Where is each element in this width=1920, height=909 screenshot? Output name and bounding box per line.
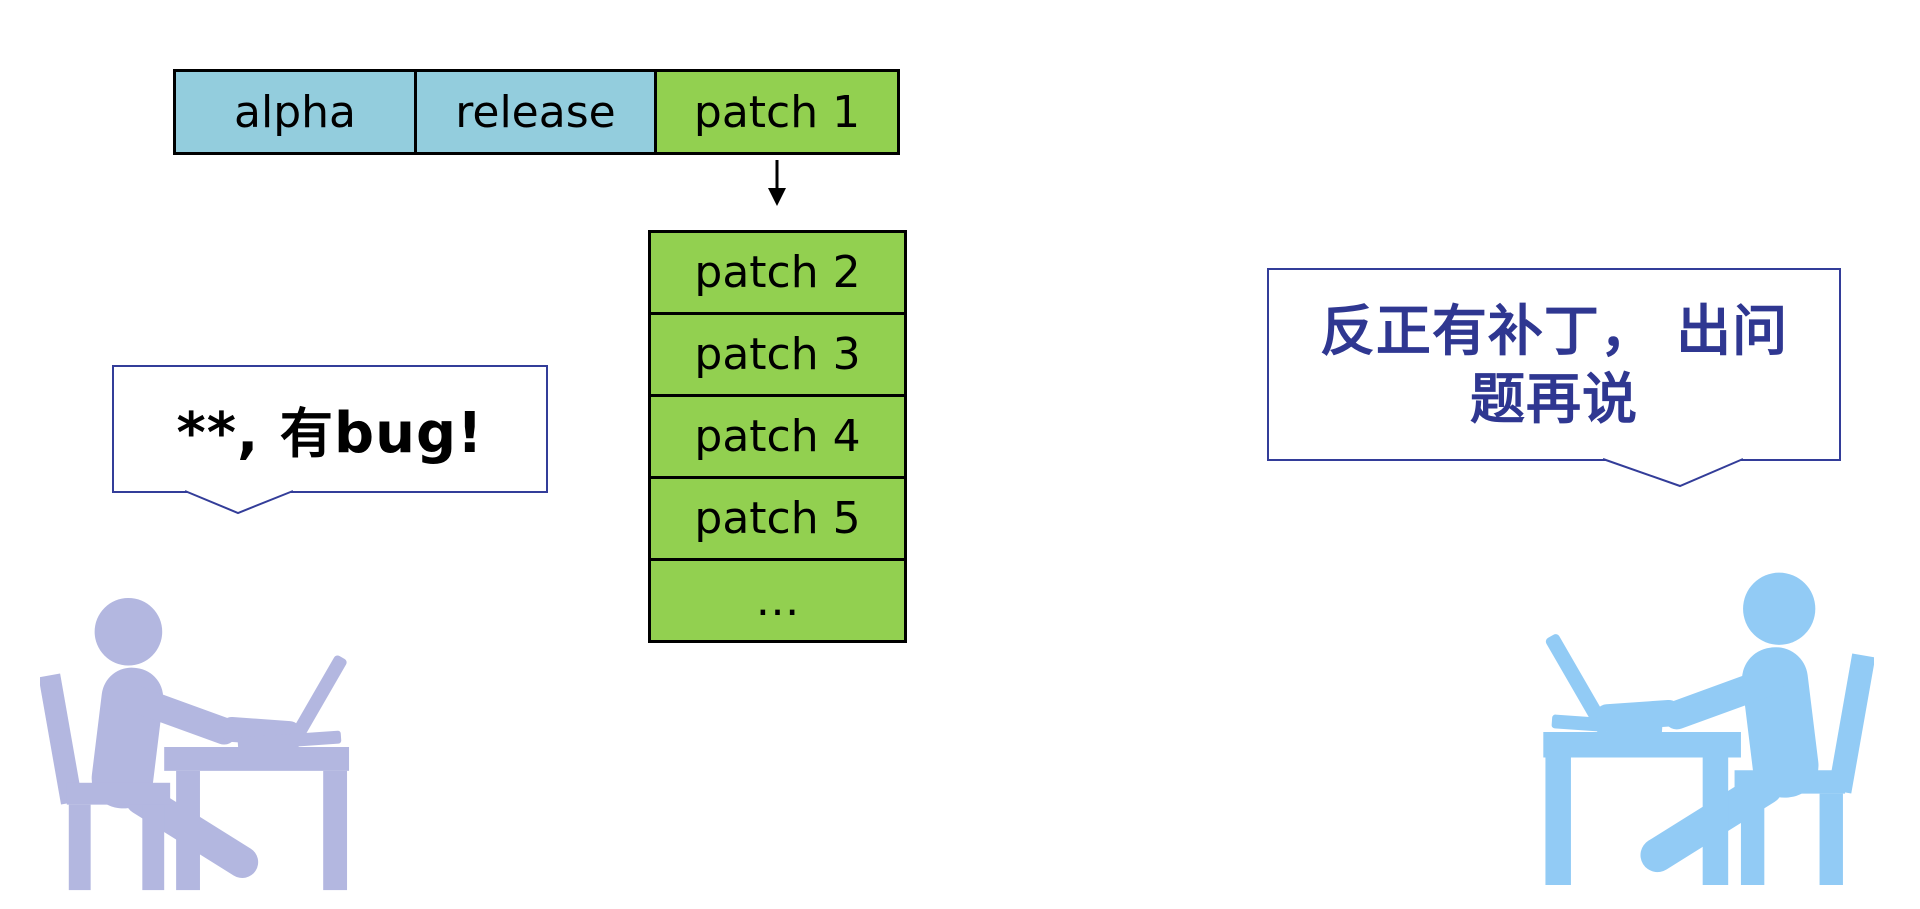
version-cell-release: release (414, 69, 657, 155)
excuse-line-2: 题再说 (1469, 365, 1638, 431)
bug-bubble-tail (184, 490, 294, 515)
patch-cell-2: patch 2 (648, 230, 907, 315)
bug-text-han: 有 (279, 401, 334, 465)
developer-left-person-at-desk-icon (40, 597, 350, 891)
patch-cell-more: … (648, 558, 907, 643)
excuse-bubble-text: 反正有补丁， 出问 题再说 (1320, 297, 1788, 431)
bug-text-suffix: bug! (333, 400, 484, 466)
bug-text-prefix: **, (176, 400, 280, 466)
version-row: alpha release patch 1 (173, 69, 900, 155)
developer-right-person-at-desk-icon (1543, 572, 1874, 885)
version-cell-alpha: alpha (173, 69, 417, 155)
patch-cell-3: patch 3 (648, 312, 907, 397)
patch-cell-4: patch 4 (648, 394, 907, 479)
patch-stack: patch 2 patch 3 patch 4 patch 5 … (648, 230, 907, 643)
excuse-line-1: 反正有补丁， 出问 (1319, 298, 1789, 364)
version-cell-patch-1: patch 1 (654, 69, 900, 155)
excuse-speech-bubble: 反正有补丁， 出问 题再说 (1267, 268, 1841, 461)
down-arrow-icon (768, 160, 786, 206)
bug-bubble-text: **, 有bug! (176, 391, 483, 468)
excuse-bubble-tail (1602, 458, 1744, 488)
patch-cell-5: patch 5 (648, 476, 907, 561)
bug-speech-bubble: **, 有bug! (112, 365, 548, 493)
